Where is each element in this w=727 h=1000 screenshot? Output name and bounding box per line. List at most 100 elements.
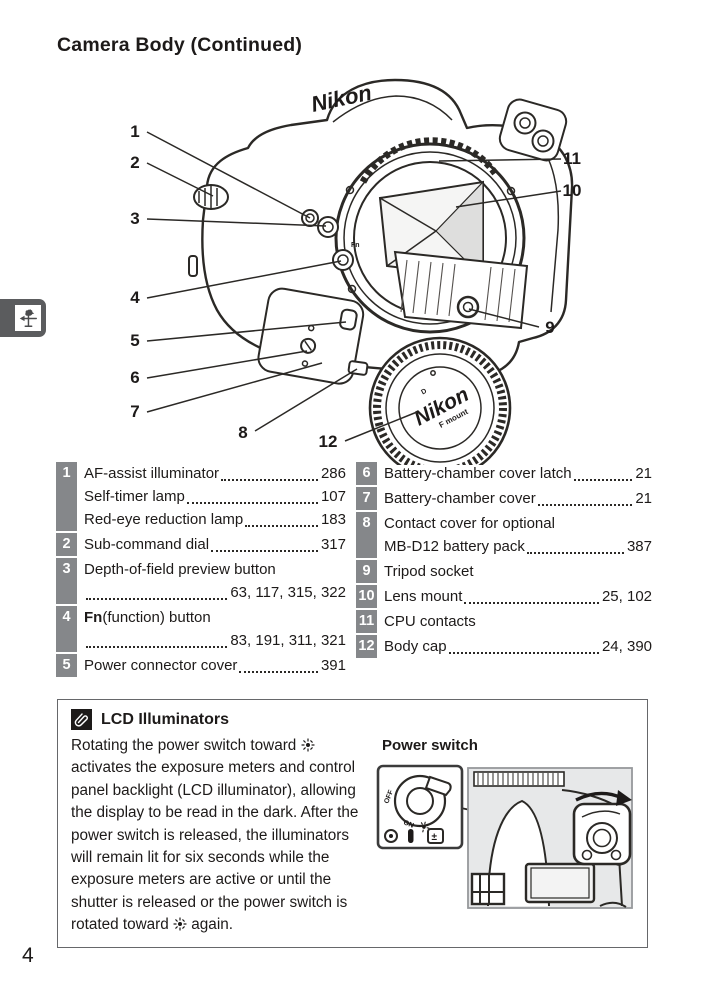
page-reference: 83, 191, 311, 321 [230,632,346,649]
part-number-badge: 6 [356,462,377,485]
power-connector-cover [339,308,358,331]
part-number-badge: 3 [56,558,77,604]
dot-leader [239,671,318,673]
body-cap: Nikon F mount D [368,336,512,465]
part-entry-line: Tripod socket [384,563,474,580]
part-entry-line: 63, 117, 315, 322 [84,581,346,604]
callout-number: 8 [238,423,247,442]
dot-leader [186,502,318,504]
tripod-socket [456,295,480,319]
part-number-badge: 2 [56,533,77,556]
page-reference: 21 [635,490,652,507]
svg-text:±: ± [432,832,438,843]
power-switch-figure: Power switch OFF ON [376,735,634,916]
power-switch-closeup: OFF ON [376,765,464,850]
dot-leader [464,602,599,604]
callout-leader-line [146,350,308,379]
part-entry-line: Fn (function) button [84,609,211,626]
part-number-badge: 8 [356,512,377,558]
reflex-mirror [378,180,484,280]
lcd-illuminator-icon [300,738,315,752]
note-title: LCD Illuminators [101,710,230,728]
page-title: Camera Body (Continued) [57,34,303,56]
fn-label: Fn [351,242,360,249]
callout-number: 5 [130,331,139,350]
callout-number: 3 [130,209,139,228]
lcd-illuminator-icon [173,917,187,931]
figure-label: Power switch [382,737,478,754]
cpu-contacts-strip [359,137,500,184]
part-number-badge: 4 [56,606,77,652]
part-entry-line: Depth-of-field preview button [84,561,276,578]
page-reference: 317 [320,536,346,553]
callout-leader-line [438,158,562,162]
parts-list-item: 11 CPU contacts [356,610,652,633]
callout-leader-line [146,362,323,413]
note-paperclip-icon [71,709,92,730]
illuminator-mark [418,822,430,833]
fn-button [332,249,354,271]
page-reference: 21 [635,465,652,482]
callout-number: 9 [545,318,554,337]
callout-leader-line [254,368,358,432]
part-number-badge: 10 [356,585,377,608]
callout-number: 7 [130,402,139,421]
callout-leader-line [455,190,562,208]
page-reference: 24, 390 [601,638,652,655]
note-box: LCD Illuminators Power switch OFF ON [57,699,648,948]
parts-list-item: 3 Depth-of-field preview button 63, 117, 3… [56,558,346,604]
part-entry-line: Contact cover for optional [384,515,555,532]
power-switch-illustration: OFF ON [376,765,633,910]
note-header: LCD Illuminators [71,709,634,730]
page-reference: 391 [320,657,346,674]
part-number-badge: 12 [356,635,377,658]
callout-number: 2 [130,153,139,172]
callout-number: 11 [563,149,581,168]
page-reference: 107 [320,488,346,505]
page-reference: 286 [320,465,346,482]
part-number-badge: 9 [356,560,377,583]
part-number-badge: 11 [356,610,377,633]
part-entry-line: CPU contacts [384,613,476,630]
part-number-badge: 7 [356,487,377,510]
page-number: 4 [22,944,34,967]
dot-leader [86,646,228,648]
svg-text:D: D [420,388,428,397]
callout-leader-line [146,218,327,227]
strap-lug [188,255,198,277]
page-reference: 183 [320,511,346,528]
rooster-weathervane-icon [15,305,41,331]
dot-leader [537,504,633,506]
callout-number: 10 [563,181,582,200]
callout-number: 6 [130,368,139,387]
callout-leader-line [468,308,540,328]
svg-text:ON: ON [402,820,414,830]
callout-number: 4 [130,288,140,307]
base-plate [393,250,529,330]
sync-terminal-covers [498,98,568,162]
callout-number: 1 [130,122,139,141]
dot-leader [221,479,318,481]
camera-back-illustration [467,767,633,910]
callout-leader-line [146,131,311,219]
